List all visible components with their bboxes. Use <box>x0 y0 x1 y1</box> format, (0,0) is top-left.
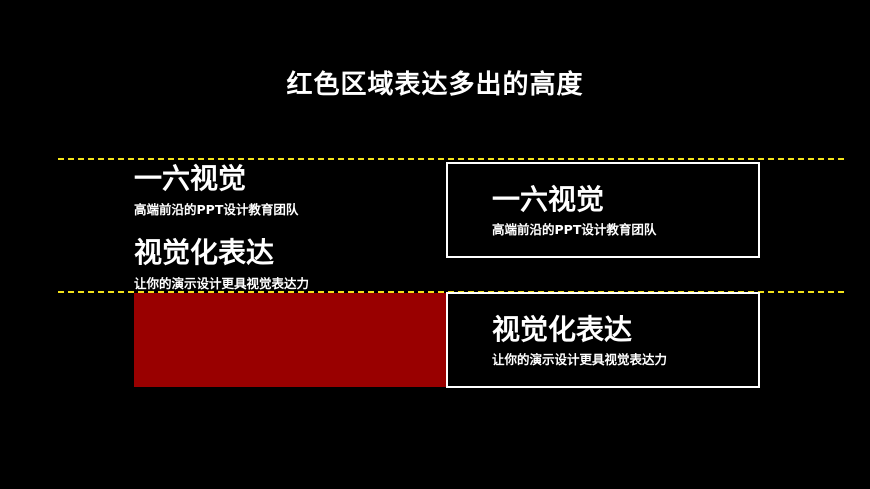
left-block1-subtitle: 高端前沿的PPT设计教育团队 <box>134 202 299 217</box>
guide-line-top <box>58 158 844 160</box>
right-box-2: 视觉化表达 让你的演示设计更具视觉表达力 <box>446 292 760 388</box>
right-box1-title: 一六视觉 <box>492 183 605 216</box>
red-extra-height-area <box>134 293 446 387</box>
right-box2-subtitle: 让你的演示设计更具视觉表达力 <box>492 352 668 367</box>
right-box2-title: 视觉化表达 <box>492 313 633 346</box>
right-box1-subtitle: 高端前沿的PPT设计教育团队 <box>492 222 657 237</box>
slide-title: 红色区域表达多出的高度 <box>286 70 584 100</box>
right-box-1: 一六视觉 高端前沿的PPT设计教育团队 <box>446 162 760 258</box>
left-block1-title: 一六视觉 <box>134 162 247 195</box>
left-block2-title: 视觉化表达 <box>134 236 275 269</box>
left-block2-subtitle: 让你的演示设计更具视觉表达力 <box>134 276 310 291</box>
